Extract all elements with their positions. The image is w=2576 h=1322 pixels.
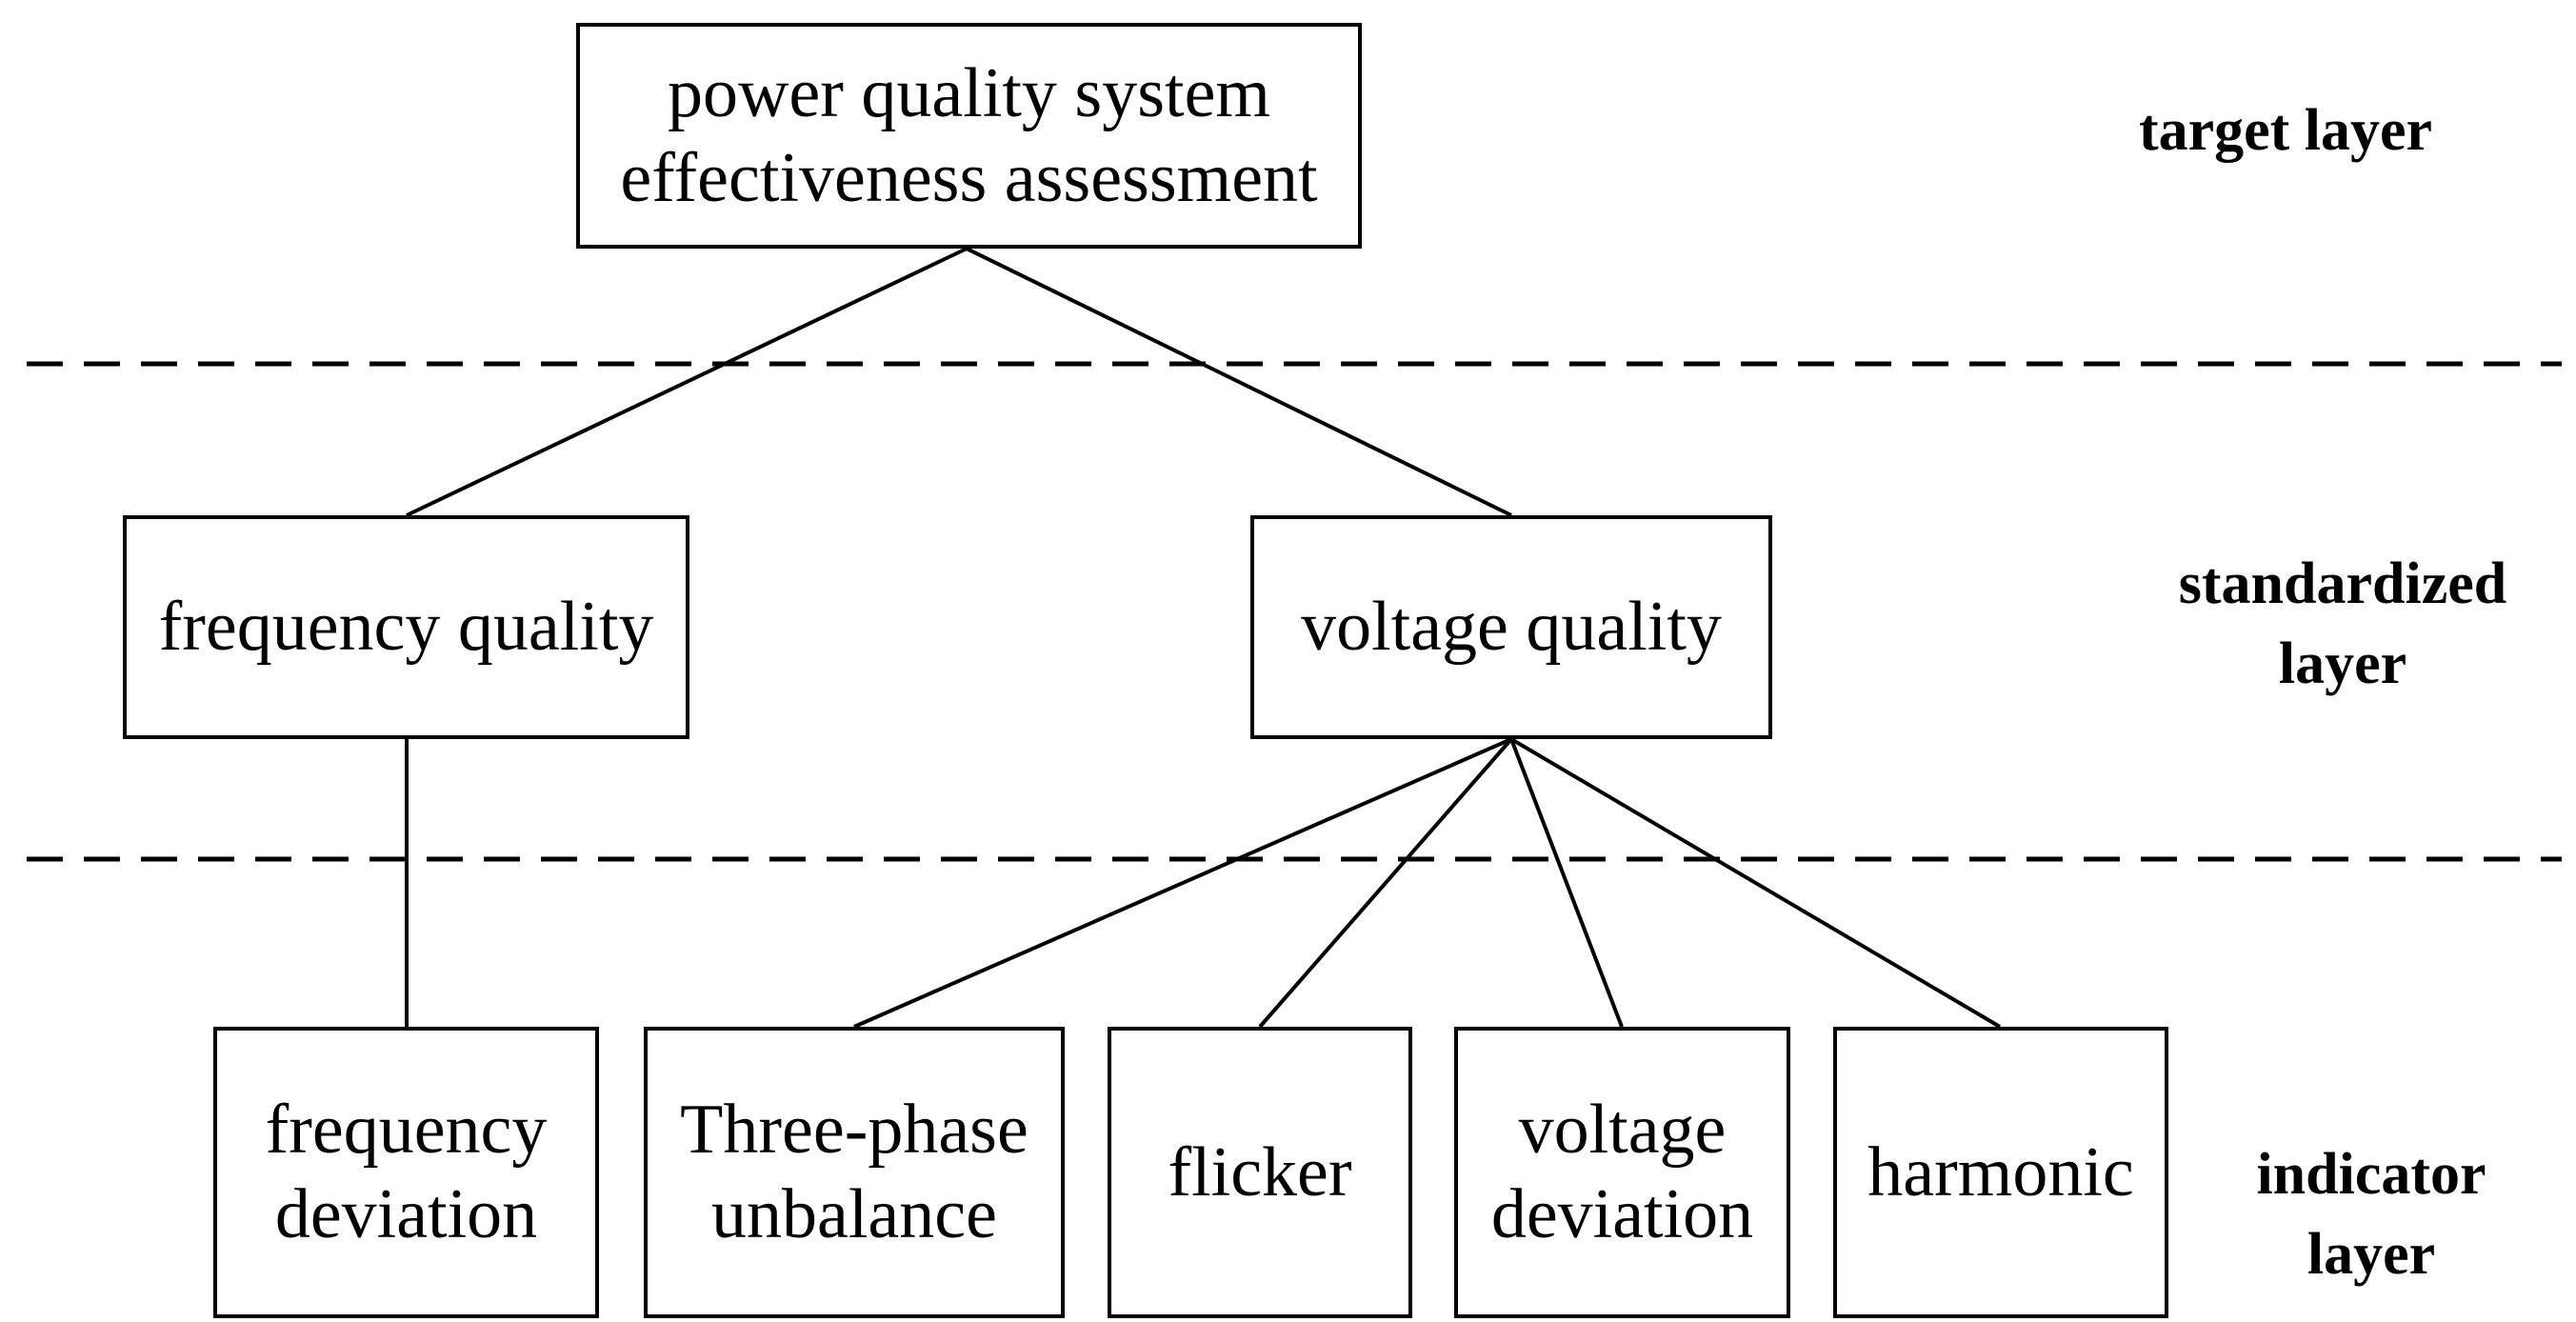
node-voltage-quality-label: voltage quality (1301, 588, 1722, 667)
node-harmonic: harmonic (1833, 1027, 2168, 1318)
node-unbalance-line2: unbalance (711, 1175, 997, 1253)
node-voltage-deviation-line1: voltage (1518, 1091, 1727, 1170)
node-unbalance-line1: Three-phase (680, 1091, 1028, 1170)
connector-voltage-flicker (1258, 737, 1513, 1029)
node-flicker-label: flicker (1168, 1132, 1352, 1212)
node-frequency-quality: frequency quality (123, 515, 689, 739)
node-voltage-deviation: voltage deviation (1454, 1027, 1790, 1318)
node-frequency-deviation-line2: deviation (274, 1175, 538, 1253)
connector-voltage-deviation (1509, 738, 1624, 1028)
connector-root-frequency (406, 247, 968, 517)
node-root-line1: power quality system (667, 53, 1270, 132)
node-voltage-quality: voltage quality (1250, 515, 1772, 739)
node-root-line2: effectiveness assessment (620, 138, 1318, 217)
node-flicker: flicker (1108, 1027, 1412, 1318)
node-frequency-quality-label: frequency quality (158, 588, 654, 667)
node-power-quality-assessment: power quality system effectiveness asses… (576, 23, 1362, 249)
layer-label-target-text: target layer (2138, 98, 2433, 163)
node-voltage-deviation-line2: deviation (1490, 1175, 1754, 1253)
node-frequency-deviation: frequency deviation (213, 1027, 599, 1318)
layer-label-indicator-line1: indicator (2256, 1142, 2486, 1207)
node-three-phase-unbalance: Three-phase unbalance (644, 1027, 1065, 1318)
layer-label-indicator-line2: layer (2306, 1221, 2436, 1287)
connector-root-voltage (966, 247, 1512, 517)
node-frequency-deviation-line1: frequency (265, 1091, 548, 1170)
node-harmonic-label: harmonic (1867, 1132, 2134, 1212)
layer-label-target: target layer (2095, 91, 2476, 171)
connector-voltage-unbalance (853, 737, 1512, 1029)
layer-label-standardized-line2: layer (2278, 631, 2407, 696)
layer-label-standardized: standardized layer (2114, 545, 2571, 704)
connector-voltage-harmonic (1509, 737, 2002, 1029)
layer-label-indicator: indicator layer (2190, 1135, 2552, 1294)
layer-label-standardized-line1: standardized (2178, 551, 2507, 616)
